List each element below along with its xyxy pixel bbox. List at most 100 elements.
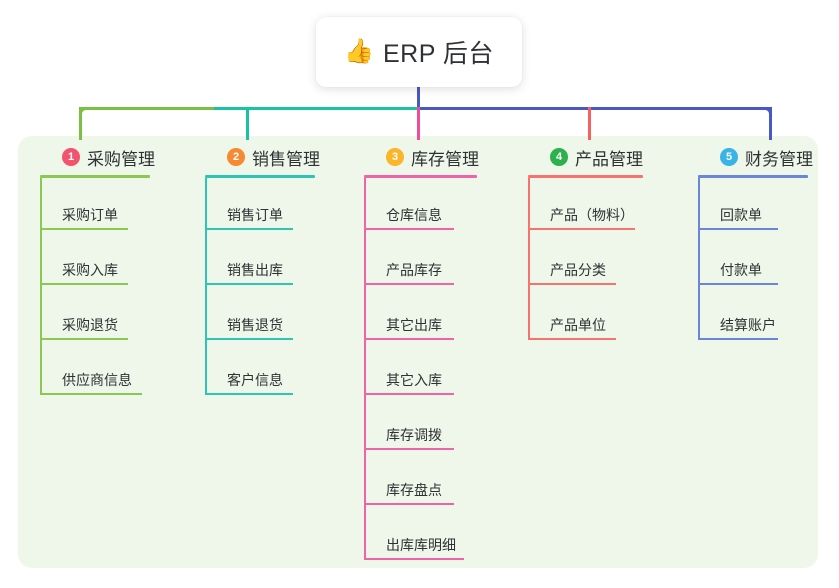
branch-item[interactable]: 结算账户	[698, 288, 813, 343]
branch-underline-purchase	[40, 175, 150, 178]
branch-title-inventory: 库存管理	[411, 149, 479, 169]
branch-item-underline	[528, 283, 616, 285]
branch-item-label: 销售订单	[227, 207, 283, 223]
branch-item-label: 产品（物料）	[550, 207, 634, 223]
branch-spine-product	[528, 178, 530, 340]
branch-item[interactable]: 产品库存	[364, 233, 479, 288]
branch-item[interactable]: 库存盘点	[364, 453, 479, 508]
branch-spine-sales	[205, 178, 207, 395]
branch-item[interactable]: 客户信息	[205, 343, 320, 398]
branch-item-label: 付款单	[720, 262, 762, 278]
branch-badge-purchase: 1	[62, 148, 80, 166]
connector-drop-3	[417, 107, 420, 140]
branch-item[interactable]: 出库库明细	[364, 508, 479, 563]
branch-item-underline	[528, 228, 635, 230]
branch-column-finance: 5 财务管理回款单付款单结算账户	[698, 145, 813, 343]
branch-item-underline	[698, 283, 778, 285]
branch-underline-product	[528, 175, 643, 178]
branch-item-label: 产品单位	[550, 317, 606, 333]
branch-badge-finance: 5	[720, 148, 738, 166]
connector-bar-segment-1	[79, 107, 214, 110]
branch-header-sales[interactable]: 2 销售管理	[205, 145, 320, 169]
branch-item[interactable]: 采购订单	[40, 178, 155, 233]
branch-item[interactable]: 采购退货	[40, 288, 155, 343]
branch-item-label: 采购订单	[62, 207, 118, 223]
branch-badge-inventory: 3	[386, 148, 404, 166]
branch-item-list-product: 产品（物料） 产品分类产品单位	[528, 178, 643, 343]
branch-item-label: 仓库信息	[386, 207, 442, 223]
branch-item-list-sales: 销售订单销售出库销售退货客户信息	[205, 178, 320, 398]
branch-item[interactable]: 供应商信息	[40, 343, 155, 398]
branch-item[interactable]: 其它出库	[364, 288, 479, 343]
branch-title-finance: 财务管理	[745, 149, 813, 169]
branch-item[interactable]: 销售退货	[205, 288, 320, 343]
branch-item-underline	[364, 283, 454, 285]
branch-item-label: 采购退货	[62, 317, 118, 333]
branch-item-label: 结算账户	[720, 317, 776, 333]
content-panel	[18, 136, 818, 568]
branch-title-sales: 销售管理	[252, 149, 320, 169]
branch-item[interactable]: 付款单	[698, 233, 813, 288]
branch-item-underline	[364, 338, 454, 340]
branch-item[interactable]: 销售出库	[205, 233, 320, 288]
branch-item[interactable]: 产品单位	[528, 288, 643, 343]
branch-item-label: 出库库明细	[386, 537, 456, 553]
branch-column-purchase: 1 采购管理采购订单采购入库采购退货供应商信息	[40, 145, 155, 398]
connector-drop-2	[246, 107, 249, 140]
branch-item-list-purchase: 采购订单采购入库采购退货供应商信息	[40, 178, 155, 398]
branch-item[interactable]: 回款单	[698, 178, 813, 233]
root-node-title: ERP 后台	[382, 40, 494, 68]
branch-item-underline	[698, 228, 778, 230]
branch-badge-sales: 2	[227, 148, 245, 166]
branch-item-underline	[205, 393, 293, 395]
connector-corner-left	[79, 107, 91, 119]
branch-item-underline	[205, 283, 293, 285]
branch-underline-finance	[698, 175, 808, 178]
connector-drop-4	[588, 107, 591, 140]
branch-item-label: 供应商信息	[62, 372, 132, 388]
branch-item-label: 产品库存	[386, 262, 442, 278]
branch-header-inventory[interactable]: 3 库存管理	[364, 145, 479, 169]
branch-item-underline	[40, 228, 128, 230]
connector-bar-segment-2	[214, 107, 418, 110]
branch-item-underline	[205, 338, 293, 340]
branch-item-label: 客户信息	[227, 372, 283, 388]
branch-item-underline	[364, 393, 454, 395]
connector-corner-right	[760, 107, 772, 119]
branch-spine-purchase	[40, 178, 42, 395]
branch-column-inventory: 3 库存管理仓库信息产品库存其它出库其它入库库存调拨库存盘点出库库明细	[364, 145, 479, 563]
branch-item-underline	[364, 448, 454, 450]
branch-spine-finance	[698, 178, 700, 340]
branch-item-underline	[364, 503, 454, 505]
branch-item[interactable]: 销售订单	[205, 178, 320, 233]
branch-item-list-finance: 回款单付款单结算账户	[698, 178, 813, 343]
branch-underline-inventory	[364, 175, 477, 178]
branch-item[interactable]: 库存调拨	[364, 398, 479, 453]
root-node-card[interactable]: 👍 ERP 后台	[316, 17, 522, 87]
branch-spine-inventory	[364, 178, 366, 560]
branch-item-label: 其它出库	[386, 317, 442, 333]
branch-item-underline	[364, 228, 454, 230]
branch-title-product: 产品管理	[575, 149, 643, 169]
branch-column-sales: 2 销售管理销售订单销售出库销售退货客户信息	[205, 145, 320, 398]
branch-badge-product: 4	[550, 148, 568, 166]
branch-item-label: 销售退货	[227, 317, 283, 333]
branch-item-underline	[40, 393, 142, 395]
branch-header-finance[interactable]: 5 财务管理	[698, 145, 813, 169]
root-stem-connector	[417, 86, 420, 109]
branch-header-purchase[interactable]: 1 采购管理	[40, 145, 155, 169]
branch-item[interactable]: 采购入库	[40, 233, 155, 288]
branch-title-purchase: 采购管理	[87, 149, 155, 169]
branch-item-label: 库存调拨	[386, 427, 442, 443]
branch-item-label: 采购入库	[62, 262, 118, 278]
branch-item-list-inventory: 仓库信息产品库存其它出库其它入库库存调拨库存盘点出库库明细	[364, 178, 479, 563]
branch-item[interactable]: 其它入库	[364, 343, 479, 398]
branch-header-product[interactable]: 4 产品管理	[528, 145, 643, 169]
branch-underline-sales	[205, 175, 315, 178]
connector-drop-5	[769, 107, 772, 140]
branch-item[interactable]: 仓库信息	[364, 178, 479, 233]
branch-item-underline	[698, 338, 778, 340]
branch-item[interactable]: 产品（物料）	[528, 178, 643, 233]
branch-item[interactable]: 产品分类	[528, 233, 643, 288]
